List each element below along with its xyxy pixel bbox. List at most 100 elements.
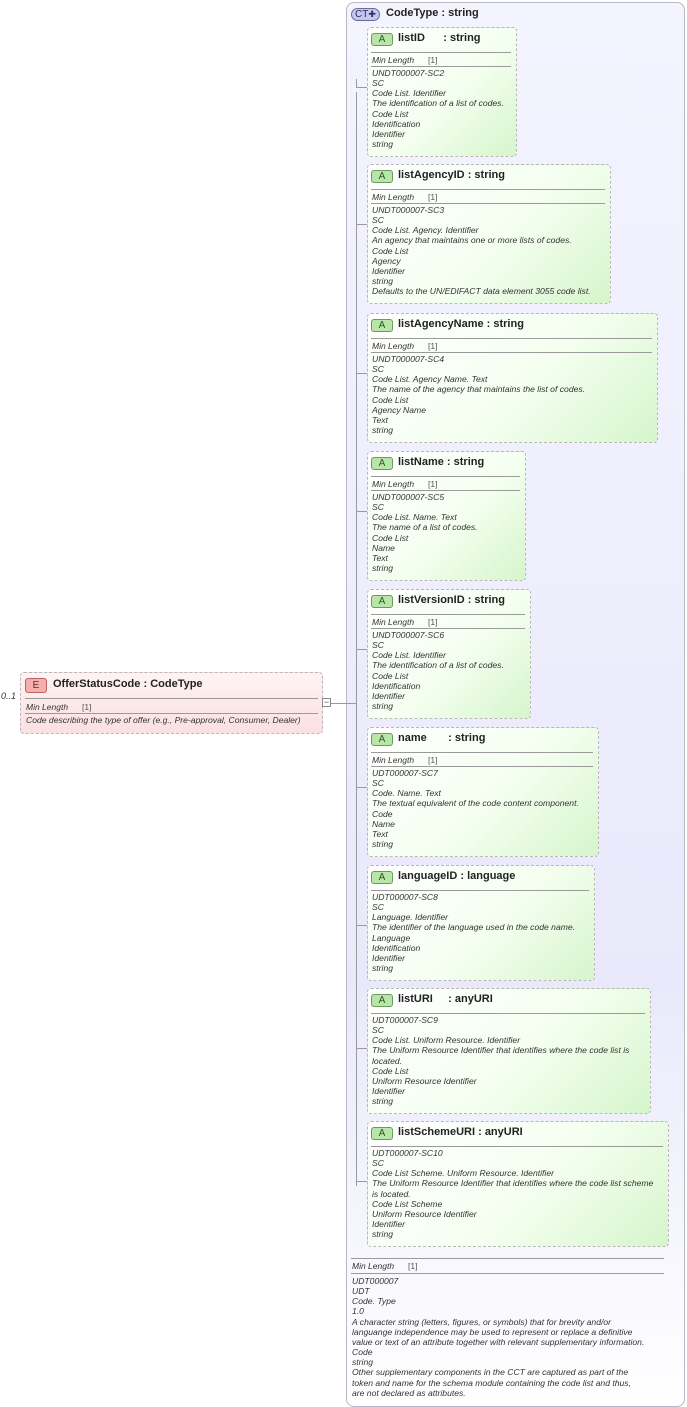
- attribute-icon: A: [371, 871, 393, 884]
- attribute-title: listSchemeURI : anyURI: [398, 1126, 523, 1138]
- element-card[interactable]: [20, 672, 323, 734]
- attribute-divider: [371, 52, 511, 53]
- connector-branch: [356, 503, 367, 512]
- attribute-divider: [371, 338, 652, 339]
- doc-line: Uniform Resource Identifier: [372, 1208, 477, 1219]
- element-divider-bottom: [25, 713, 318, 714]
- attribute-divider: [371, 614, 525, 615]
- complex-type-divider-bottom: [351, 1273, 664, 1274]
- plus-icon: ✚: [368, 9, 376, 19]
- attribute-card-listschemeuri[interactable]: [367, 1121, 669, 1247]
- attribute-icon: A: [371, 33, 393, 46]
- doc-line: Code List Scheme. Uniform Resource. Iden…: [372, 1168, 554, 1179]
- doc-line: The Uniform Resource Identifier that ide…: [372, 1045, 630, 1056]
- attribute-name: listURI: [398, 993, 433, 1005]
- attribute-card-listagencyname[interactable]: [367, 313, 658, 443]
- attribute-facet-label: Min Length: [372, 617, 415, 627]
- doc-line: token and name for the schema module con…: [352, 1377, 631, 1388]
- doc-line: Code List: [372, 532, 409, 543]
- attribute-type: anyURI: [484, 1126, 523, 1138]
- doc-line: Language: [372, 932, 411, 943]
- element-title: OfferStatusCode : CodeType: [53, 678, 203, 690]
- doc-line: Code List. Identifier: [372, 650, 447, 661]
- attribute-type: string: [474, 169, 505, 181]
- connector-branch: [356, 641, 367, 650]
- connector-branch: [356, 216, 367, 225]
- doc-line: Code List: [372, 1065, 409, 1076]
- doc-line: The name of the agency that maintains th…: [372, 384, 586, 395]
- attribute-card-listname[interactable]: [367, 451, 526, 581]
- doc-line: Code: [352, 1347, 373, 1358]
- attribute-icon: A: [371, 595, 393, 608]
- doc-line: string: [372, 425, 394, 436]
- doc-line: The identification of a list of codes.: [372, 98, 504, 109]
- doc-line: SC: [372, 215, 384, 226]
- connector-trunk: [356, 92, 357, 1186]
- attribute-divider: [371, 1146, 663, 1147]
- connector-branch: [356, 365, 367, 374]
- connector-branch: [356, 1040, 367, 1049]
- doc-line: Code List. Name. Text: [372, 512, 457, 523]
- doc-line: Defaults to the UN/EDIFACT data element …: [372, 286, 591, 297]
- doc-line: UNDT000007-SC4: [372, 354, 445, 364]
- doc-line: Text: [372, 414, 388, 425]
- doc-line: An agency that maintains one or more lis…: [372, 235, 572, 246]
- attribute-name: listAgencyID: [398, 169, 465, 181]
- doc-line: SC: [372, 778, 384, 789]
- attribute-type: string: [454, 732, 486, 744]
- attribute-name: listVersionID: [398, 594, 465, 606]
- doc-line: The name of a list of codes.: [372, 522, 478, 533]
- attribute-icon: A: [371, 319, 393, 332]
- attribute-name: listID: [398, 32, 425, 44]
- attribute-title: listID : string: [398, 32, 481, 44]
- attribute-divider: [371, 766, 593, 767]
- attribute-icon: A: [371, 457, 393, 470]
- element-icon: E: [25, 678, 47, 693]
- doc-line: Name: [372, 818, 395, 829]
- doc-line: Code: [372, 808, 393, 819]
- attribute-card-name[interactable]: [367, 727, 599, 857]
- doc-line: value or text of an attribute together w…: [352, 1336, 645, 1347]
- attribute-facet-value: [1]: [428, 55, 438, 65]
- attribute-icon: A: [371, 733, 393, 746]
- attribute-divider: [371, 490, 520, 491]
- doc-line: Agency: [372, 255, 401, 266]
- attribute-divider: [371, 203, 605, 204]
- doc-line: Identifier: [372, 1086, 405, 1097]
- minus-icon: −: [323, 697, 330, 707]
- element-description: Code describing the type of offer (e.g.,…: [26, 715, 301, 725]
- doc-line: Code List. Agency Name. Text: [372, 374, 488, 385]
- attribute-card-listagencyid[interactable]: [367, 164, 611, 304]
- doc-line: Other supplementary components in the CC…: [352, 1367, 629, 1378]
- collapse-toggle[interactable]: −: [322, 698, 331, 707]
- connector-branch: [356, 79, 367, 88]
- attribute-icon: A: [371, 170, 393, 183]
- doc-line: SC: [372, 1025, 384, 1036]
- attribute-title: listVersionID : string: [398, 594, 505, 606]
- doc-line: UDT000007-SC7: [372, 768, 438, 778]
- doc-line: Identifier: [372, 952, 405, 963]
- doc-line: Language. Identifier: [372, 912, 448, 923]
- connector-branch: [356, 779, 367, 788]
- attribute-card-listversionid[interactable]: [367, 589, 531, 719]
- attribute-title: listURI : anyURI: [398, 993, 493, 1005]
- doc-line: Code List: [372, 245, 409, 256]
- doc-line: located.: [372, 1055, 403, 1066]
- attribute-card-listuri[interactable]: [367, 988, 651, 1114]
- attribute-title: name : string: [398, 732, 486, 744]
- attribute-divider: [371, 752, 593, 753]
- doc-line: string: [372, 276, 394, 287]
- doc-line: string: [372, 1229, 394, 1240]
- attribute-icon: A: [371, 1127, 393, 1140]
- attribute-card-listid[interactable]: [367, 27, 517, 157]
- attribute-card-languageid[interactable]: [367, 865, 595, 981]
- attribute-icon: A: [371, 994, 393, 1007]
- attribute-name: listAgencyName: [398, 318, 484, 330]
- element-divider-top: [25, 698, 318, 699]
- attribute-title: languageID : language: [398, 870, 516, 882]
- attribute-name-gap: [425, 32, 440, 44]
